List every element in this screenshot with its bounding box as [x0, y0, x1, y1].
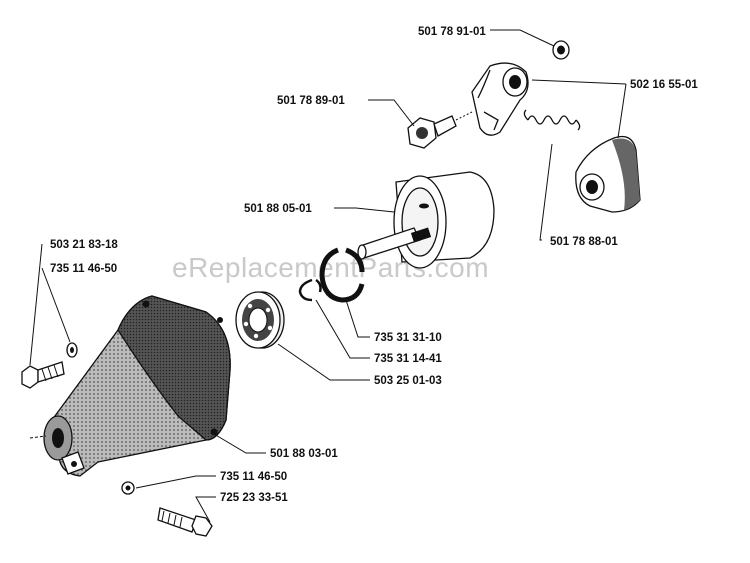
clutch-shoe-lower-part: [575, 135, 641, 213]
housing-part: [29, 295, 231, 477]
washer-bottom-part: [121, 481, 135, 495]
label-shoulder-screw: 501 78 89-01: [277, 95, 345, 107]
label-clutch-shoe: 502 16 55-01: [630, 79, 698, 91]
circlip-small-part: [298, 278, 322, 302]
label-circlip-small: 735 31 14-41: [374, 353, 442, 365]
part-labels: 501 78 91-01 502 16 55-01 501 78 89-01 5…: [50, 26, 698, 504]
label-screw-left: 503 21 83-18: [50, 239, 118, 251]
leader-lines: [29, 29, 627, 523]
lock-washer-left-part: [66, 342, 78, 358]
label-bearing: 503 25 01-03: [374, 375, 442, 387]
clutch-drum-part: [357, 171, 495, 269]
label-washer-top: 501 78 91-01: [418, 26, 486, 38]
clutch-shoe-upper-part: [471, 62, 529, 136]
label-screw-bottom: 725 23 33-51: [220, 492, 288, 504]
label-washer-bottom: 735 11 46-50: [220, 471, 287, 483]
label-lock-washer-left: 735 11 46-50: [50, 263, 117, 275]
label-housing: 501 88 03-01: [270, 448, 338, 460]
shoulder-screw-part: [407, 111, 473, 149]
screw-left-part: [21, 361, 65, 389]
screw-bottom-part: [157, 507, 213, 537]
label-clutch-drum: 501 88 05-01: [244, 203, 312, 215]
label-spring: 501 78 88-01: [550, 236, 618, 248]
washer-top-part: [552, 40, 570, 60]
bearing-part: [235, 291, 285, 349]
spring-part: [523, 109, 581, 131]
circlip-large-part: [319, 247, 365, 303]
label-circlip-large: 735 31 31-10: [374, 332, 442, 344]
